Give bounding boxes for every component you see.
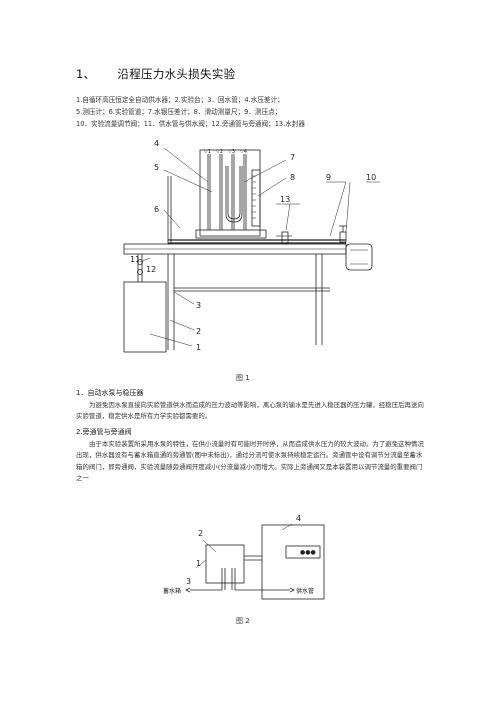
section-2-body: 由于本实验装置所采用水泵的特性，在供小流量时有可能时开时停，从而造成供水压力的较… — [76, 440, 424, 483]
motor-unit — [345, 243, 373, 271]
fig1-tube-label-4: ▽4 — [240, 149, 247, 155]
fig1-callout-3: 3 — [196, 301, 201, 310]
page-title: 1、 沿程压力水头损失实验 — [76, 66, 235, 82]
fig1-callout-2: 2 — [196, 327, 201, 336]
section-1-body: 为避免因水泵直接向实验管道供水而造成的压力波动等影响，离心泵的输水是先进入稳压器… — [76, 401, 424, 421]
figure-1-caption: 图 1 — [236, 374, 250, 382]
manometer-board — [199, 149, 261, 237]
fig1-callout-1: 1 — [196, 343, 201, 352]
legend-line-1: 1.自循环高压恒定全自动供水器；2.实验台；3．回水管；4.水压差计； — [76, 96, 284, 104]
legend-line-3: 10．实验流量调节阀；11．供水管与供水阀；12.旁通管与旁通阀；13.水封器 — [76, 120, 305, 128]
figure-2-caption: 图 2 — [236, 617, 250, 625]
fig1-callout-7: 7 — [290, 153, 295, 162]
fig1-callout-12: 12 — [146, 265, 156, 274]
fig1-callout-4: 4 — [154, 139, 159, 148]
title-number: 1、 — [76, 67, 96, 81]
fig1-callout-9: 9 — [326, 173, 331, 182]
fig1-callout-13: 13 — [280, 195, 290, 204]
section-1-heading: 1．自动水泵与稳压器 — [76, 389, 144, 397]
fig1-tube-label-2: ▽2 — [216, 149, 223, 155]
fig1-callout-5: 5 — [154, 163, 159, 172]
fig1-callout-11: 11 — [130, 255, 140, 264]
title-text: 沿程压力水头损失实验 — [117, 67, 236, 81]
fig1-callout-8: 8 — [290, 173, 295, 182]
legend-line-2: 5.测压计；6.实验管道；7.水银压差计；8．滑动测量尺；9．测压点； — [76, 108, 282, 116]
sliding-ruler — [251, 169, 261, 227]
water-supply-box — [123, 281, 167, 353]
fig1-tube-label-3: ▽3 — [228, 149, 235, 155]
section-2-heading: 2.旁通管与旁通阀 — [76, 428, 132, 436]
fig1-tube-label-1: ▽1 — [204, 149, 211, 155]
fig1-callout-6: 6 — [154, 205, 159, 214]
fig1-callout-10: 10 — [366, 173, 376, 182]
